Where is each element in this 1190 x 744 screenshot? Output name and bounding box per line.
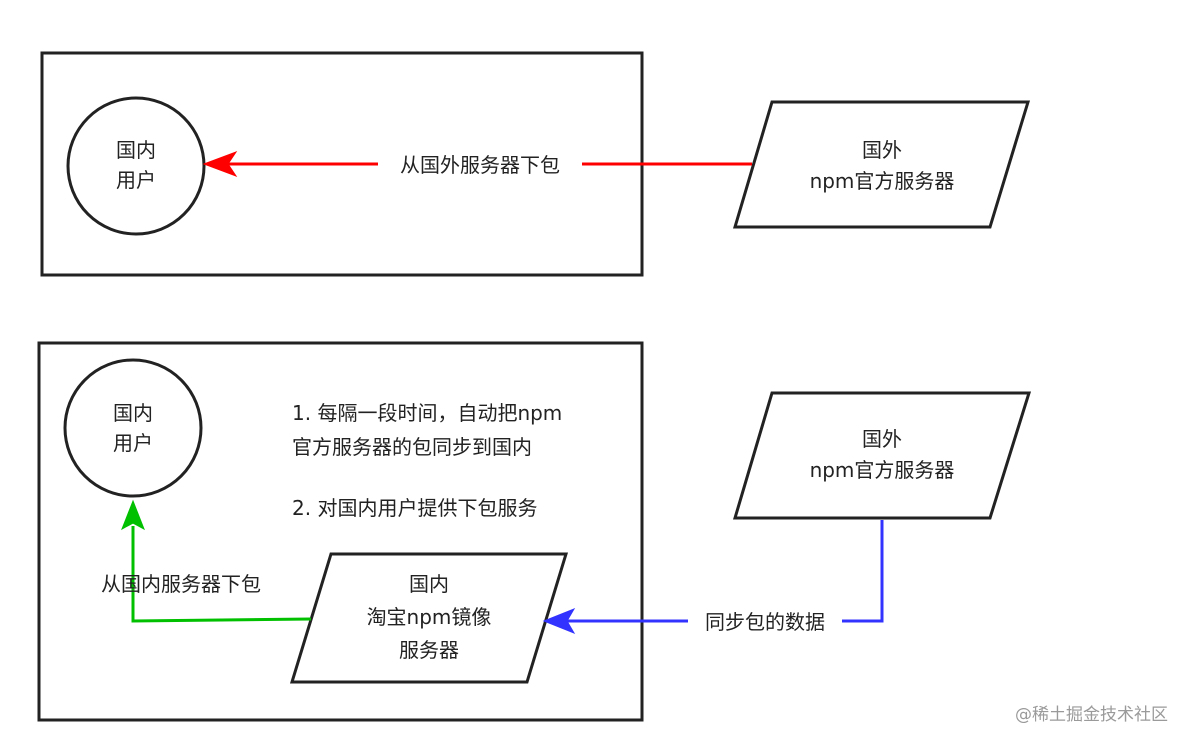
bottom-user-label-line1: 国内 bbox=[113, 401, 153, 425]
sync-note-line1: 1. 每隔一段时间，自动把npm bbox=[292, 401, 562, 425]
mirror-label-line2: 淘宝npm镜像 bbox=[367, 605, 492, 629]
top-foreign-server-node bbox=[732, 100, 1031, 229]
sync-note-line2: 官方服务器的包同步到国内 bbox=[292, 435, 532, 459]
bottom-panel-frame bbox=[37, 341, 644, 722]
bottom-server-label-line2: npm官方服务器 bbox=[810, 458, 955, 482]
taobao-mirror-server-node bbox=[289, 552, 569, 684]
service-note: 2. 对国内用户提供下包服务 bbox=[292, 496, 537, 520]
bottom-domestic-user-node bbox=[63, 358, 203, 498]
sync-arrow-right-segment bbox=[842, 520, 884, 623]
bottom-server-label-line1: 国外 bbox=[862, 427, 902, 451]
domestic-download-arrow bbox=[131, 526, 312, 623]
top-server-label-line1: 国外 bbox=[862, 138, 902, 162]
top-panel: 国内 用户 国外 npm官方服务器 从国外服务器下包 bbox=[40, 51, 1031, 277]
watermark: @稀土掘金技术社区 bbox=[1015, 705, 1168, 725]
mirror-label-line3: 服务器 bbox=[399, 638, 459, 662]
sync-arrowhead bbox=[542, 607, 576, 635]
top-domestic-user-node bbox=[66, 96, 206, 236]
domestic-download-arrowhead bbox=[121, 499, 145, 531]
bottom-foreign-server-group: 国外 npm官方服务器 同步包的数据 bbox=[542, 391, 1032, 635]
top-server-label-line2: npm官方服务器 bbox=[810, 169, 955, 193]
domestic-download-arrow-label: 从国内服务器下包 bbox=[101, 572, 261, 596]
top-download-arrowhead bbox=[202, 150, 238, 178]
sync-arrow-label: 同步包的数据 bbox=[705, 610, 825, 634]
bottom-panel: 国内 用户 1. 每隔一段时间，自动把npm 官方服务器的包同步到国内 2. 对… bbox=[37, 341, 644, 722]
top-user-label-line1: 国内 bbox=[116, 138, 156, 162]
bottom-foreign-server-node bbox=[732, 391, 1032, 520]
top-user-label-line2: 用户 bbox=[116, 168, 156, 192]
bottom-user-label-line2: 用户 bbox=[113, 431, 153, 455]
top-download-arrow-label: 从国外服务器下包 bbox=[400, 153, 560, 177]
mirror-label-line1: 国内 bbox=[409, 572, 449, 596]
